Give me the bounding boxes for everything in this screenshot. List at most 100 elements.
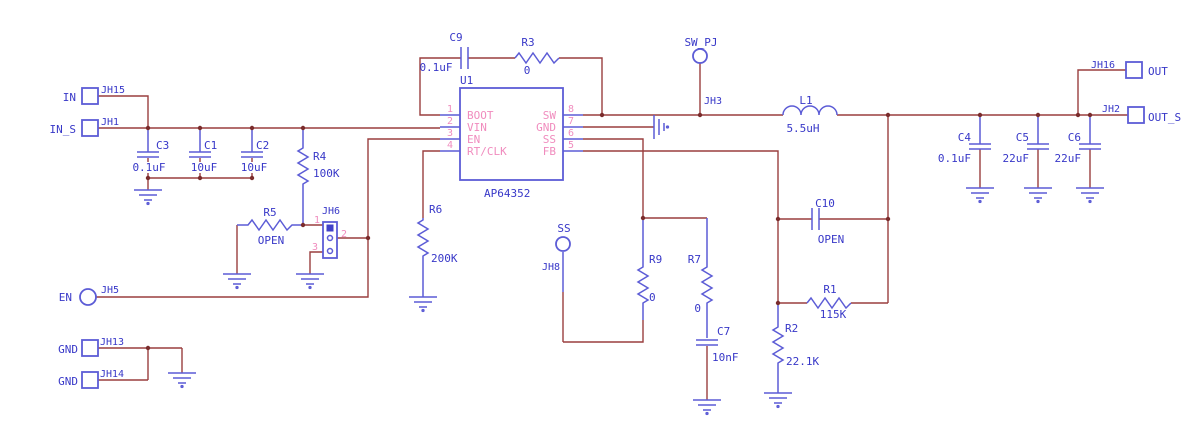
r7-ref-label: R7 bbox=[688, 253, 701, 266]
r4-symbol bbox=[296, 128, 310, 225]
resistor-r9[interactable]: R9 0 bbox=[636, 220, 662, 320]
net-label-in-s: IN_S bbox=[50, 123, 77, 136]
r5-symbol bbox=[237, 218, 303, 232]
wire-en-net bbox=[96, 138, 440, 298]
c10-value-label: OPEN bbox=[818, 233, 845, 246]
resistor-r2[interactable]: R2 22.1K bbox=[771, 305, 819, 393]
connector-square bbox=[81, 87, 99, 105]
ic-body bbox=[459, 87, 564, 181]
resistor-r5[interactable]: R5 OPEN bbox=[237, 206, 303, 247]
capacitor-c5[interactable]: C5 22uF bbox=[1003, 115, 1050, 165]
c3-ref-label: C3 bbox=[156, 139, 169, 152]
pin-name-ss: SS bbox=[543, 133, 556, 146]
ground-icon bbox=[1023, 187, 1053, 204]
resistor-r7[interactable]: R7 0 bbox=[688, 218, 714, 338]
jh6-pin1-number: 1 bbox=[314, 215, 320, 226]
l1-symbol bbox=[782, 105, 838, 116]
l1-ref-label: L1 bbox=[799, 94, 812, 107]
r1-symbol bbox=[806, 296, 852, 310]
net-label-in: IN bbox=[63, 91, 76, 104]
jumper-label-jh15: JH15 bbox=[101, 85, 125, 96]
ic-pin-stubs bbox=[440, 114, 583, 152]
resistor-r4[interactable]: R4 100K bbox=[296, 128, 340, 225]
ground-icon bbox=[965, 187, 995, 204]
r4-ref-label: R4 bbox=[313, 150, 327, 163]
c4-symbol bbox=[969, 115, 991, 150]
r9-symbol bbox=[636, 220, 650, 320]
pin-name-fb: FB bbox=[543, 145, 557, 158]
r2-ref-label: R2 bbox=[785, 322, 798, 335]
ground-icon bbox=[295, 273, 325, 290]
resistor-r3[interactable]: R3 0 bbox=[514, 36, 560, 77]
pin-number-2: 2 bbox=[447, 116, 453, 127]
port-en[interactable]: EN JH5 bbox=[59, 285, 119, 306]
jh6-pin2-number: 2 bbox=[341, 229, 347, 240]
connector-square bbox=[81, 339, 99, 357]
wire-fb-net bbox=[583, 150, 779, 303]
resistor-r6[interactable]: R6 200K bbox=[416, 203, 458, 297]
ground-icon bbox=[222, 273, 252, 290]
port-in-s[interactable]: IN_S JH1 bbox=[50, 117, 120, 137]
capacitor-c7[interactable]: C7 10nF bbox=[696, 325, 739, 364]
wire-output-cap-bottoms bbox=[979, 149, 1091, 188]
label-bg bbox=[131, 162, 167, 173]
c4-ref-label: C4 bbox=[958, 131, 972, 144]
jumper-label-jh3: JH3 bbox=[704, 96, 722, 107]
capacitor-c2[interactable]: C2 10uF bbox=[239, 128, 272, 174]
ground-icon bbox=[1075, 187, 1105, 204]
jumper-label-jh1: JH1 bbox=[101, 117, 119, 128]
capacitor-c10[interactable]: C10 OPEN bbox=[811, 197, 845, 246]
port-in[interactable]: IN JH15 bbox=[63, 85, 125, 105]
net-label-gnd-a: GND bbox=[58, 343, 78, 356]
jumper-label-jh6: JH6 bbox=[322, 206, 340, 217]
pin-name-vin: VIN bbox=[467, 121, 487, 134]
wire-sw-rail bbox=[583, 63, 1128, 303]
c4-value-label: 0.1uF bbox=[938, 152, 971, 165]
resistor-r1[interactable]: R1 115K bbox=[806, 283, 852, 321]
pin-number-7: 7 bbox=[568, 116, 574, 127]
c9-ref-label: C9 bbox=[449, 31, 462, 44]
port-gnd-b[interactable]: GND JH14 bbox=[58, 369, 124, 389]
r3-value-label: 0 bbox=[524, 64, 531, 77]
testpoint-circle bbox=[692, 48, 708, 64]
c10-ref-label: C10 bbox=[815, 197, 835, 210]
capacitor-c3[interactable]: C3 0.1uF bbox=[131, 128, 169, 174]
net-label-gnd-b: GND bbox=[58, 375, 78, 388]
pin-number-3: 3 bbox=[447, 128, 453, 139]
port-out[interactable]: OUT JH16 bbox=[1091, 60, 1168, 79]
c9-value-label: 0.1uF bbox=[419, 61, 452, 74]
testpoint-ss[interactable]: SS JH8 bbox=[542, 222, 571, 292]
r3-symbol bbox=[514, 51, 560, 65]
capacitor-c6[interactable]: C6 22uF bbox=[1055, 115, 1102, 165]
jh6-pin3-number: 3 bbox=[312, 242, 318, 253]
testpoint-sw-pj[interactable]: SW_PJ JH3 bbox=[684, 36, 722, 107]
wire-boot-branch bbox=[419, 57, 603, 116]
r1-value-label: 115K bbox=[820, 308, 847, 321]
capacitor-c4[interactable]: C4 0.1uF bbox=[938, 115, 991, 165]
c6-symbol bbox=[1079, 115, 1101, 150]
ground-icon bbox=[133, 189, 163, 206]
pin-number-1: 1 bbox=[447, 104, 453, 115]
wire-rtclk-net bbox=[422, 150, 440, 218]
label-bg bbox=[187, 162, 220, 173]
jumper-label-jh5: JH5 bbox=[101, 285, 119, 296]
inductor-l1[interactable]: L1 5.5uH bbox=[782, 94, 838, 135]
port-gnd-a[interactable]: GND JH13 bbox=[58, 337, 124, 357]
capacitor-c1[interactable]: C1 10uF bbox=[187, 128, 220, 174]
l1-value-label: 5.5uH bbox=[786, 122, 819, 135]
net-label-ss: SS bbox=[557, 222, 570, 235]
ic-u1[interactable]: U1 AP64352 1 2 3 4 8 7 6 5 BOOT VIN EN R… bbox=[440, 74, 583, 200]
c3-value-label: 0.1uF bbox=[132, 161, 165, 174]
r9-value-label: 0 bbox=[649, 291, 656, 304]
c9-symbol bbox=[460, 47, 469, 69]
jumper-header-jh6[interactable]: JH6 1 2 3 bbox=[312, 206, 347, 259]
r9-ref-label: R9 bbox=[649, 253, 662, 266]
wire-in-to-rail bbox=[98, 95, 440, 129]
c7-symbol bbox=[696, 339, 718, 346]
ic-part-label: AP64352 bbox=[484, 187, 530, 200]
r4-value-label: 100K bbox=[313, 167, 340, 180]
capacitor-c9[interactable]: C9 0.1uF bbox=[419, 31, 469, 74]
port-out-s[interactable]: OUT_S JH2 bbox=[1102, 104, 1181, 124]
junction-dots bbox=[145, 112, 1093, 351]
